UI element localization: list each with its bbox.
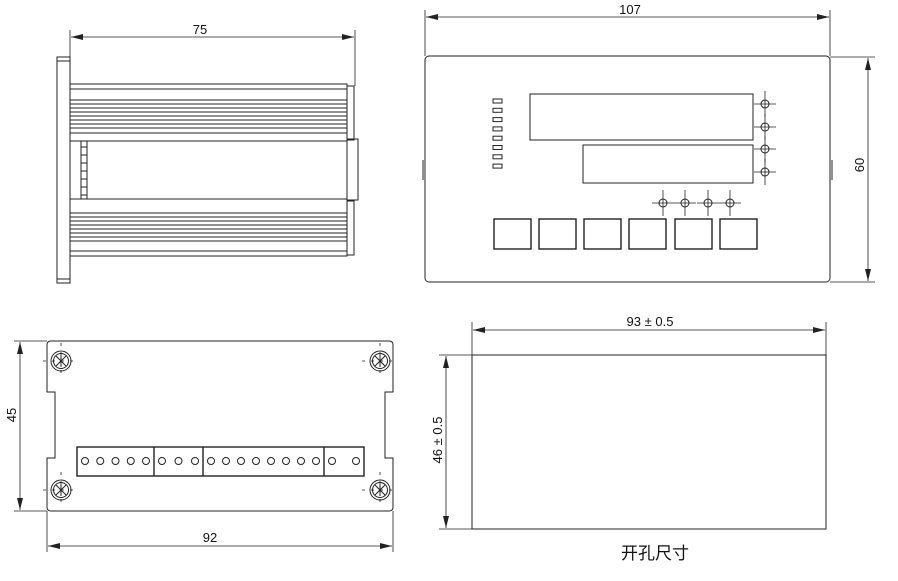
led-indicator [492,135,503,141]
terminal-hole [191,457,199,465]
housing-bottom-rail [69,198,348,257]
terminal-hole [297,457,305,465]
front-height-label: 60 [852,158,867,172]
front-width-label: 107 [619,2,641,17]
front-flange [56,56,71,284]
mounting-crosshair [754,136,776,162]
led-indicator [492,117,503,123]
front-key-button [493,218,532,250]
panel-cutout: 93 ± 0.5 46 ± 0.5 开孔尺寸 [430,314,827,563]
terminal-hole [111,457,120,465]
cutout-caption: 开孔尺寸 [621,544,689,563]
terminal-hole [237,457,245,465]
terminal-hole [222,457,230,465]
side-view: 75 [56,22,359,284]
mounting-crosshair [719,190,741,216]
mounting-crosshair [697,190,719,216]
front-key-button [674,218,713,250]
front-key-button [538,218,577,250]
terminal-hole [81,457,89,465]
screw-icon [43,343,79,379]
terminal-hole [328,457,336,465]
front-key-button [583,218,622,250]
terminal-hole [352,457,360,465]
back-view: 45 92 [4,340,398,552]
cutout-rectangle [471,354,827,530]
terminal-hole [158,457,166,465]
led-indicator [492,126,503,132]
led-indicator [492,154,503,160]
mounting-crosshair [754,159,776,185]
mounting-crosshair [674,190,696,216]
mounting-crosshair [652,190,674,216]
front-view: 107 60 [422,2,875,283]
terminal-hole [252,457,260,465]
display-secondary [582,144,754,184]
screw-icon [43,472,79,508]
rear-cap-top [346,85,355,141]
terminal-hole [267,457,275,465]
terminal-hole [282,457,290,465]
front-key-button [628,218,667,250]
terminal-hole [312,457,320,465]
led-indicator [492,163,503,169]
terminal-hole [142,457,150,465]
terminal-block [76,446,365,477]
led-indicator [492,145,503,150]
front-key-button [719,218,758,250]
back-height-label: 45 [4,408,19,422]
mounting-crosshair [754,91,776,117]
rear-connector [346,138,359,201]
side-terminal-strip [80,140,88,200]
led-indicator [492,98,503,104]
side-width-label: 75 [193,22,207,37]
display-main [529,93,754,141]
terminal-hole [126,457,135,465]
cutout-width-label: 93 ± 0.5 [627,314,674,329]
terminal-hole [207,457,215,465]
front-panel [424,55,831,283]
cutout-height-label: 46 ± 0.5 [430,417,445,464]
rear-cap-bottom [346,200,355,256]
back-panel [46,340,394,512]
terminal-hole [174,457,183,465]
screw-icon [362,343,398,379]
screw-icon [362,472,398,508]
terminal-hole [96,457,105,465]
mounting-crosshair [754,114,776,140]
led-indicator [492,107,503,113]
back-width-label: 92 [203,530,217,545]
